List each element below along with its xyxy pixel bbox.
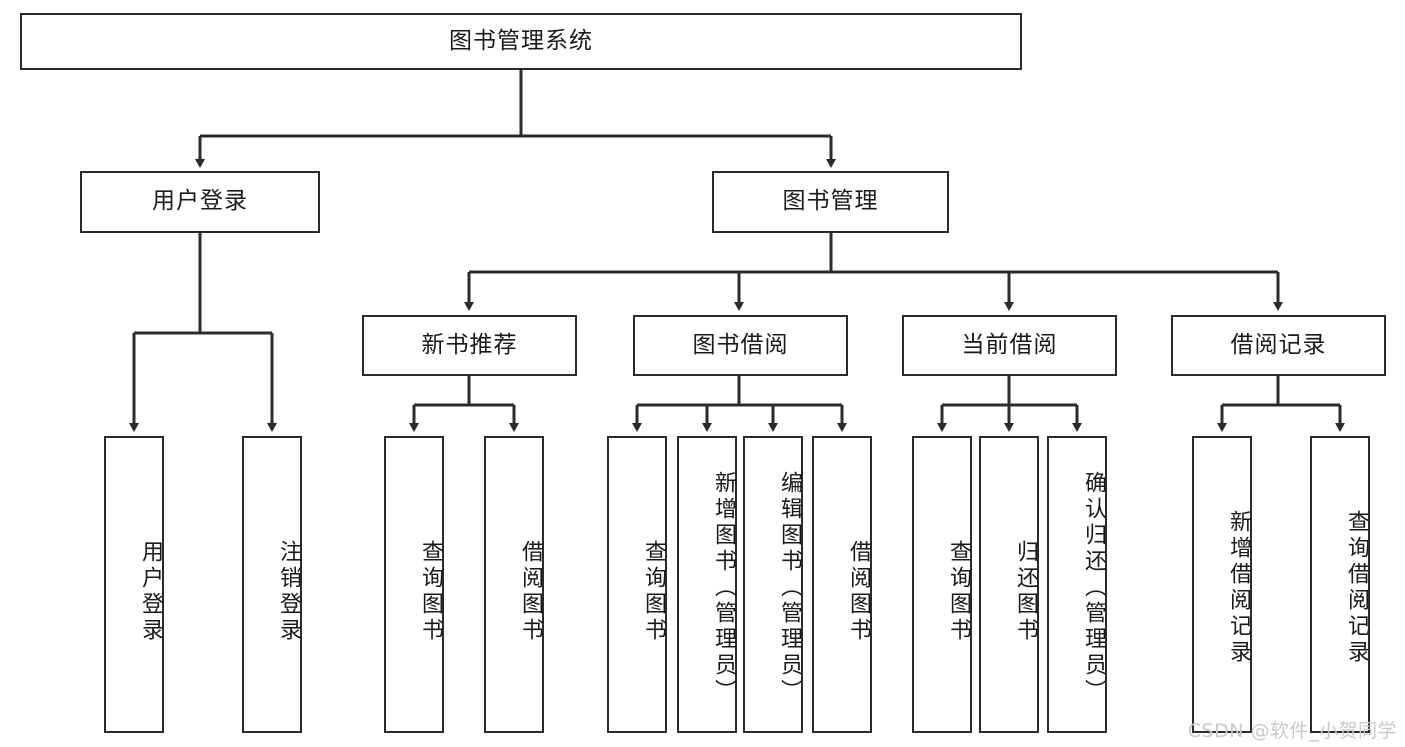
node-leaf-logout-login[interactable]: 注销登录 xyxy=(242,436,302,733)
node-borrowing-record[interactable]: 借阅记录 xyxy=(1171,315,1386,376)
node-label: 借阅图书 xyxy=(846,539,871,644)
node-leaf-query-book-2[interactable]: 查询图书 xyxy=(607,436,667,733)
node-leaf-add-borrow-record[interactable]: 新增借阅记录 xyxy=(1192,436,1252,733)
node-label: 查询图书 xyxy=(641,539,666,644)
csdn-watermark: CSDN @软件_小贺同学 xyxy=(1187,720,1397,742)
node-label: 确认归还（管理员） xyxy=(1081,470,1106,705)
node-user-login[interactable]: 用户登录 xyxy=(80,171,320,233)
node-label: 借阅记录 xyxy=(1230,331,1327,358)
node-book-borrowing[interactable]: 图书借阅 xyxy=(633,315,848,376)
node-new-book-recommendation[interactable]: 新书推荐 xyxy=(362,315,577,376)
node-label: 编辑图书（管理员） xyxy=(777,470,802,705)
node-leaf-return-book[interactable]: 归还图书 xyxy=(979,436,1039,733)
node-leaf-edit-book-admin[interactable]: 编辑图书（管理员） xyxy=(743,436,803,733)
node-leaf-query-book-3[interactable]: 查询图书 xyxy=(912,436,972,733)
node-label: 图书管理 xyxy=(782,188,879,215)
node-label: 用户登录 xyxy=(152,188,248,215)
node-label: 图书借阅 xyxy=(692,331,789,358)
node-label: 新书推荐 xyxy=(421,331,518,358)
node-book-management[interactable]: 图书管理 xyxy=(712,171,949,233)
node-label: 查询图书 xyxy=(946,539,971,644)
node-label: 查询图书 xyxy=(418,539,443,644)
node-leaf-user-login[interactable]: 用户登录 xyxy=(104,436,164,733)
node-label: 注销登录 xyxy=(276,539,301,644)
node-label: 用户登录 xyxy=(138,539,163,644)
node-root-book-management-system[interactable]: 图书管理系统 xyxy=(20,13,1022,70)
node-leaf-confirm-return-admin[interactable]: 确认归还（管理员） xyxy=(1047,436,1107,733)
node-leaf-borrow-book-2[interactable]: 借阅图书 xyxy=(812,436,872,733)
node-label: 查询借阅记录 xyxy=(1344,509,1369,666)
node-label: 新增图书（管理员） xyxy=(711,470,736,705)
node-current-borrowing[interactable]: 当前借阅 xyxy=(902,315,1117,376)
node-leaf-query-book-1[interactable]: 查询图书 xyxy=(384,436,444,733)
node-leaf-query-borrow-record[interactable]: 查询借阅记录 xyxy=(1310,436,1370,733)
node-leaf-borrow-book-1[interactable]: 借阅图书 xyxy=(484,436,544,733)
node-label: 新增借阅记录 xyxy=(1226,509,1251,666)
node-leaf-add-book-admin[interactable]: 新增图书（管理员） xyxy=(677,436,737,733)
node-label: 图书管理系统 xyxy=(449,27,593,54)
node-label: 归还图书 xyxy=(1013,539,1038,644)
node-label: 当前借阅 xyxy=(961,331,1058,358)
node-label: 借阅图书 xyxy=(518,539,543,644)
